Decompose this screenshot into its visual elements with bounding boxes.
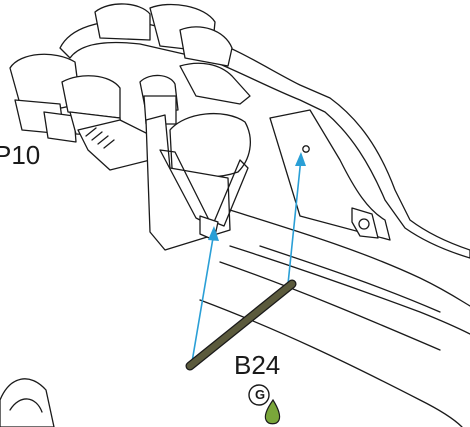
- upper-body-shell: [59, 20, 470, 259]
- glue-letter: G: [254, 387, 266, 402]
- top-pad-right-2: [179, 26, 233, 67]
- arrowhead-right-icon: [295, 152, 306, 166]
- rod-body: [186, 280, 296, 370]
- side-panel: [269, 109, 391, 241]
- frame-rail-upper: [229, 209, 470, 307]
- rear-cowling: [179, 62, 251, 105]
- glue-badge: G: [248, 384, 288, 426]
- mount-fixture-hole: [358, 218, 370, 230]
- bracket-arm-right: [213, 159, 249, 227]
- left-fender-part-2: [9, 398, 43, 413]
- floor-line-1: [259, 245, 441, 313]
- left-mid-block: [61, 75, 121, 119]
- guide-arrow-left: [191, 231, 215, 363]
- guide-arrow-right: [287, 157, 302, 285]
- mount-hole: [302, 145, 310, 153]
- frame-rail-lower: [229, 245, 470, 335]
- partial-part-label: P10: [0, 140, 41, 170]
- left-front-block-3: [43, 111, 77, 143]
- top-pad-left: [94, 3, 151, 41]
- rod-part: [185, 279, 297, 371]
- rack-coil: [85, 127, 115, 149]
- floor-line-3: [199, 299, 463, 427]
- left-fender-part: [0, 378, 55, 427]
- arrowhead-left-icon: [208, 226, 219, 241]
- floor-line-2: [219, 261, 441, 351]
- rod-part-label: B24: [234, 350, 281, 380]
- vertical-plate: [145, 114, 231, 251]
- glue-drop-icon: [248, 384, 281, 425]
